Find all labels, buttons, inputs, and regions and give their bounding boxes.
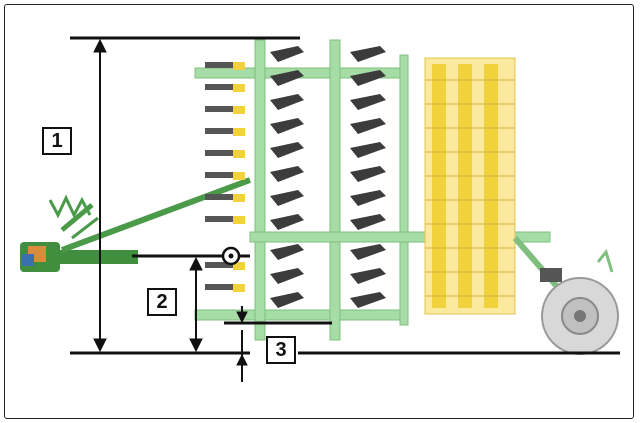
pivot-icon: [221, 246, 241, 266]
callout-3: 3: [266, 336, 296, 364]
tine-row-front: [270, 46, 304, 308]
dimension-lines: [70, 36, 620, 382]
wheel-icon: [512, 236, 619, 355]
tine-row-rear: [350, 46, 386, 308]
packer-roller: [424, 57, 516, 315]
callout-2: 2: [147, 288, 177, 316]
callout-1: 1: [42, 127, 72, 155]
hitch-icon: [20, 177, 252, 272]
diagram-frame: [4, 4, 634, 419]
coulter-row: [205, 62, 245, 292]
